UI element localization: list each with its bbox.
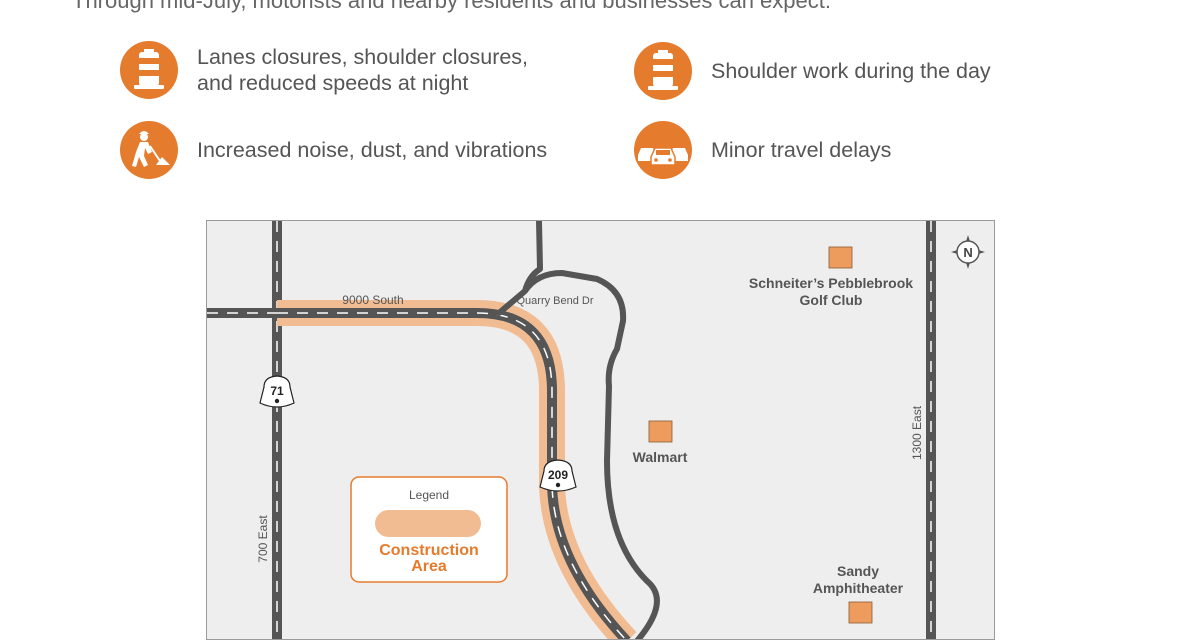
- impact-text-line: and reduced speeds at night: [197, 71, 469, 95]
- sr209-shield-number: 209: [548, 468, 568, 482]
- traffic-barrel-icon: [634, 42, 692, 100]
- legend-title: Legend: [409, 488, 449, 502]
- impact-item-noise-dust: Increased noise, dust, and vibrations: [120, 121, 547, 179]
- label-quarry-bend-dr: Quarry Bend Dr: [516, 295, 593, 307]
- label-1300-east: 1300 East: [910, 405, 924, 460]
- impact-text-line: Shoulder work during the day: [711, 59, 991, 83]
- intro-text: Through mid-July, motorists and nearby r…: [72, 0, 831, 13]
- construction-map: 9000 South Quarry Bend Dr 700 East 1300 …: [206, 220, 995, 640]
- label-9000-south: 9000 South: [342, 293, 403, 307]
- sr71-shield-number: 71: [270, 384, 284, 398]
- legend-construction-swatch: [375, 510, 481, 537]
- impact-item-lane-closures: Lanes closures, shoulder closures, and r…: [120, 41, 528, 99]
- impact-item-shoulder-work: Shoulder work during the day: [634, 42, 991, 100]
- impact-text-line: Lanes closures, shoulder closures,: [197, 45, 529, 69]
- landmark-marker-golf: [828, 246, 853, 269]
- landmark-marker-walmart: [648, 420, 673, 443]
- traffic-barrel-icon: [120, 41, 178, 99]
- landmark-label-amphitheater-line2: Amphitheater: [813, 580, 904, 596]
- impact-text-line: Increased noise, dust, and vibrations: [197, 138, 548, 162]
- compass-label: N: [963, 245, 972, 260]
- road-worker-icon: [120, 121, 178, 179]
- impact-text-line: Minor travel delays: [711, 138, 892, 162]
- map-legend: Legend Construction Area: [350, 476, 508, 583]
- legend-item-line2: Area: [411, 558, 447, 575]
- landmark-marker-amphitheater: [848, 601, 873, 624]
- road-quarry-bend-dr: [496, 221, 660, 639]
- sr209-shield-icon: 209: [539, 459, 577, 492]
- traffic-cars-icon: [634, 121, 692, 179]
- impact-item-travel-delays: Minor travel delays: [634, 121, 891, 179]
- landmark-label-golf-line1: Schneiter’s Pebblebrook: [749, 275, 913, 291]
- landmark-label-amphitheater-line1: Sandy: [837, 563, 879, 579]
- legend-item-line1: Construction: [379, 542, 479, 559]
- landmark-label-walmart: Walmart: [633, 449, 688, 465]
- landmark-label-golf-line2: Golf Club: [800, 292, 863, 308]
- compass-north-icon: N: [951, 235, 985, 269]
- sr71-shield-icon: 71: [259, 375, 295, 408]
- label-700-east: 700 East: [256, 515, 270, 563]
